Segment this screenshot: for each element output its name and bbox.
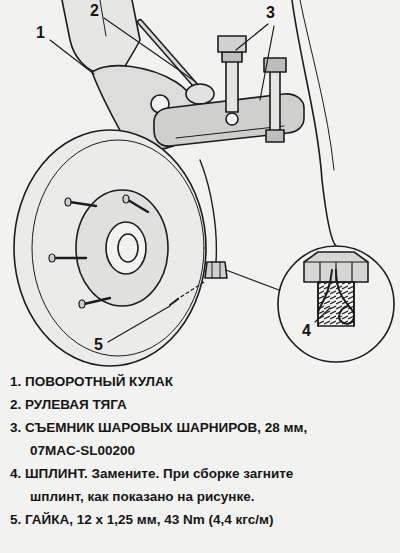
legend-item: 4. ШПЛИНТ. Замените. При сборке загните … <box>10 462 340 508</box>
legend-item: 2. РУЛЕВАЯ ТЯГА <box>10 393 395 416</box>
wheel-stud <box>49 195 148 308</box>
cotter-pin <box>336 270 354 324</box>
hub <box>76 190 168 306</box>
legend-item: 5. ГАЙКА, 12 x 1,25 мм, 43 Nm (4,4 кгс/м… <box>10 508 395 531</box>
leader-line <box>50 18 330 342</box>
body-contour <box>300 0 334 170</box>
callout-number: 3 <box>264 4 277 22</box>
callout-number: 1 <box>34 24 47 42</box>
bolt-thread <box>318 282 354 326</box>
brake-disc <box>14 130 206 366</box>
detail-circle <box>278 246 394 362</box>
tie-rod-end <box>186 84 214 104</box>
callout-number: 2 <box>88 2 101 20</box>
legend-item: 3. СЪЕМНИК ШАРОВЫХ ШАРНИРОВ, 28 мм, 07MA… <box>10 416 345 462</box>
callout-number: 4 <box>300 322 313 340</box>
castle-nut <box>205 262 227 278</box>
legend-item: 1. ПОВОРОТНЫЙ КУЛАК <box>10 370 395 393</box>
callout-number: 5 <box>92 336 105 354</box>
